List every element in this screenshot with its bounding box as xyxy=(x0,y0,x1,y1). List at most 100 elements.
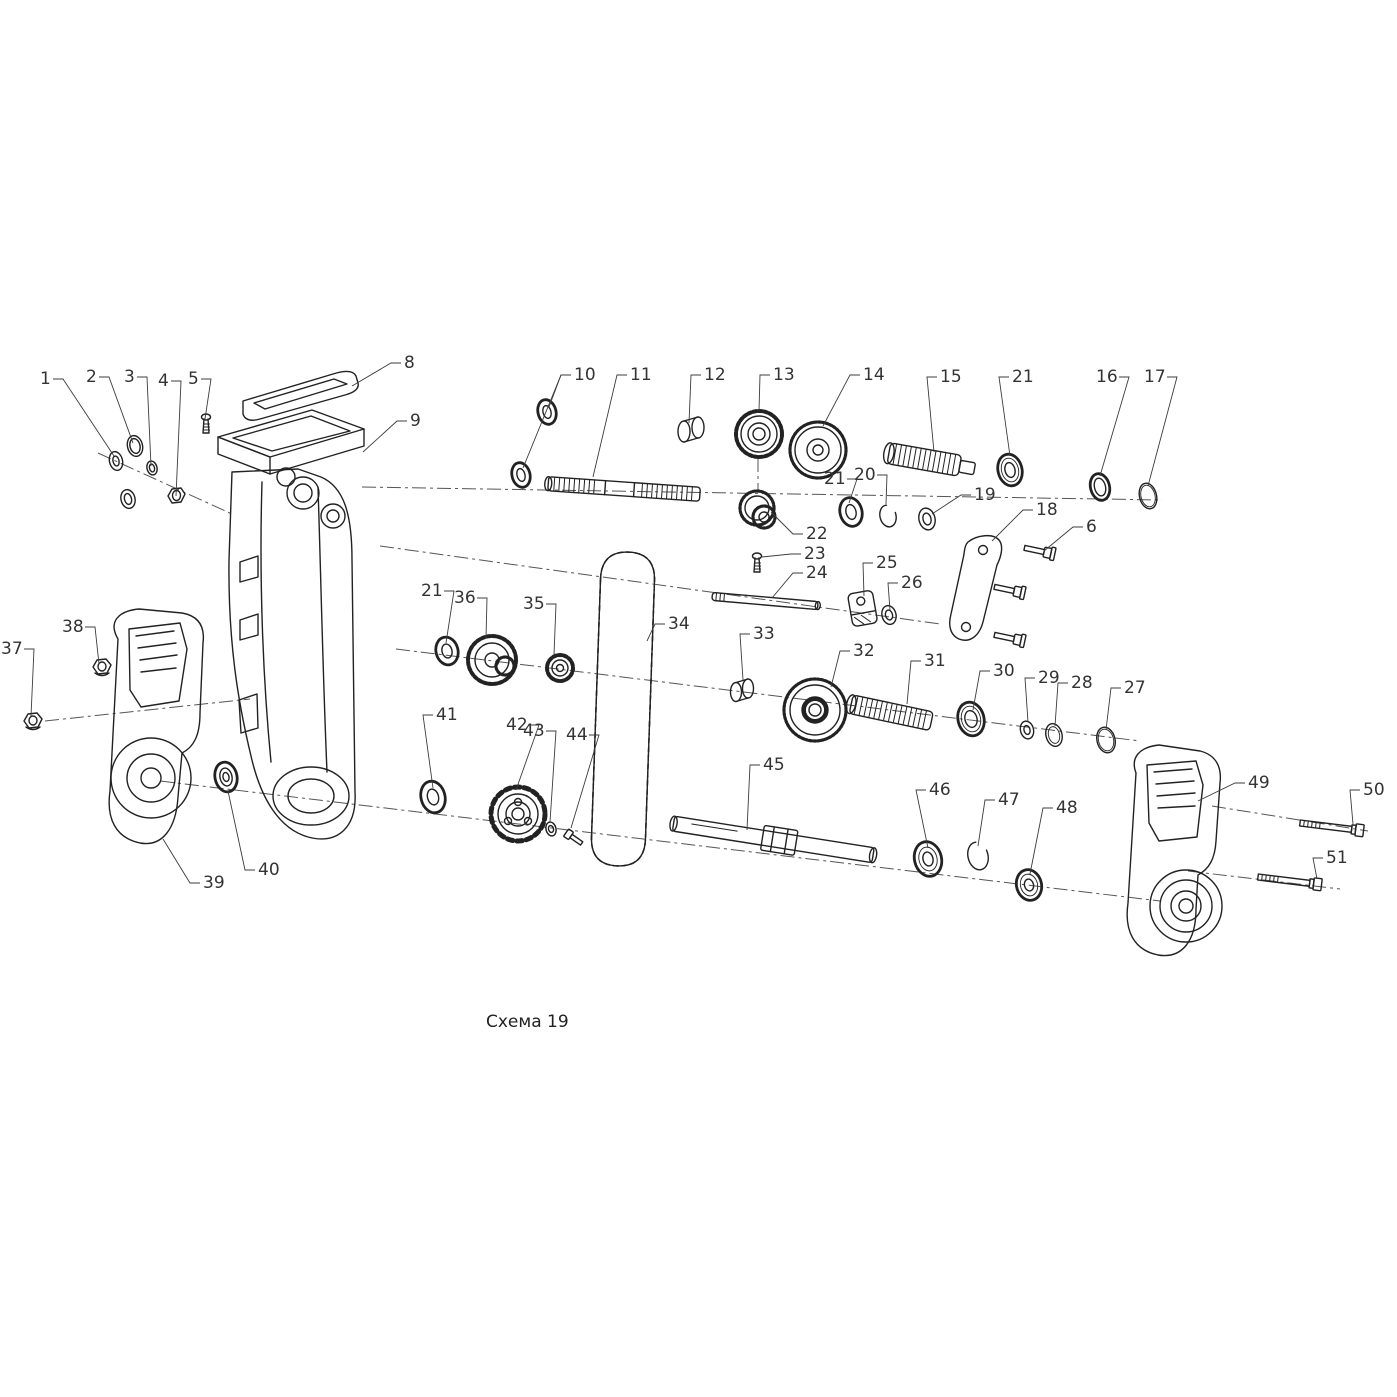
leader-line xyxy=(847,478,858,504)
part-number-label: 34 xyxy=(668,614,690,634)
rod-24-art xyxy=(711,591,822,611)
leader-line xyxy=(1024,677,1035,723)
leader-line xyxy=(915,789,929,849)
ring-17-art xyxy=(1138,482,1158,510)
bolt-50-art xyxy=(1298,819,1365,838)
part-number-label: 1 xyxy=(40,369,51,389)
part-number-label: 17 xyxy=(1144,367,1166,387)
ring-28-art xyxy=(1045,722,1063,748)
leader-line xyxy=(362,420,407,453)
gear-13-art xyxy=(734,409,784,459)
chain-art xyxy=(590,551,656,867)
part-number-label: 33 xyxy=(753,624,775,644)
leader-line xyxy=(1197,782,1245,802)
leader-line xyxy=(570,734,600,829)
spacer-16-art xyxy=(1088,472,1112,502)
part-number-label: 22 xyxy=(806,524,828,544)
part-number-label: 5 xyxy=(188,369,199,389)
figure-caption: Схема 19 xyxy=(486,1012,569,1032)
leader-line xyxy=(830,650,850,688)
nut-38-art xyxy=(92,658,112,677)
leader-line xyxy=(515,724,540,791)
washer-29-art xyxy=(1019,720,1035,740)
leader-line xyxy=(887,582,898,611)
ring-2-art xyxy=(126,434,144,458)
part-number-label: 38 xyxy=(62,617,84,637)
part-number-label: 12 xyxy=(704,365,726,385)
part-number-label: 44 xyxy=(566,725,588,745)
bearing-10-art xyxy=(536,398,558,426)
leader-line xyxy=(877,474,888,505)
nut-37-art xyxy=(23,712,43,731)
leader-line xyxy=(24,648,35,717)
part-number-label: 23 xyxy=(804,544,826,564)
leader-line xyxy=(991,509,1033,542)
gear-32-art xyxy=(782,677,848,743)
bolt-6-art xyxy=(1023,544,1057,562)
bushing-33-art xyxy=(729,678,755,703)
part-number-label: 14 xyxy=(863,365,885,385)
bolt-6-art xyxy=(993,583,1027,601)
leader-line xyxy=(739,633,750,681)
part-number-label: 49 xyxy=(1248,773,1270,793)
leader-line xyxy=(546,603,557,656)
leader-line xyxy=(53,378,115,457)
part-number-label: 27 xyxy=(1124,678,1146,698)
leader-line xyxy=(1147,376,1178,487)
circlip-20-art xyxy=(879,504,897,528)
part-number-label: 11 xyxy=(630,365,652,385)
leader-line xyxy=(227,790,255,871)
part-number-label: 4 xyxy=(158,371,169,391)
part-number-label: 28 xyxy=(1071,673,1093,693)
leader-line xyxy=(758,374,770,412)
leader-line xyxy=(1099,376,1130,477)
bolt-44-art xyxy=(563,828,584,846)
leader-line xyxy=(1043,526,1083,552)
leader-line xyxy=(422,714,434,789)
leader-line xyxy=(862,562,873,597)
gear-36-art xyxy=(466,634,518,686)
bolt-51-art xyxy=(1256,873,1323,892)
leader-line xyxy=(771,572,803,599)
leader-line xyxy=(998,376,1011,457)
part-number-label: 20 xyxy=(854,465,876,485)
leader-line xyxy=(1054,682,1068,727)
exploded-view-artwork xyxy=(23,370,1365,957)
bearing-21-art xyxy=(838,496,864,528)
bracket-plate-18-art xyxy=(949,535,1003,641)
sprocket-42-art xyxy=(488,784,548,844)
leader-line xyxy=(522,374,571,469)
leader-line xyxy=(592,374,627,478)
splined-shaft-31-art xyxy=(845,694,934,731)
part-number-label: 29 xyxy=(1038,668,1060,688)
leader-line xyxy=(444,590,455,644)
leader-line xyxy=(770,511,803,535)
part-number-label: 18 xyxy=(1036,500,1058,520)
part-number-label: 45 xyxy=(763,755,785,775)
ring-27-art xyxy=(1096,726,1116,754)
part-number-label: 37 xyxy=(1,639,23,659)
leader-line xyxy=(906,660,921,705)
washer-26-art xyxy=(881,604,897,626)
bearing-30-art xyxy=(956,700,986,738)
part-number-label: 30 xyxy=(993,661,1015,681)
leader-line xyxy=(926,376,937,453)
part-number-label: 2 xyxy=(86,367,97,387)
part-number-label: 43 xyxy=(523,721,545,741)
part-number-label: 25 xyxy=(876,553,898,573)
part-number-label: 16 xyxy=(1096,367,1118,387)
leader-line xyxy=(746,764,760,831)
leader-line xyxy=(162,838,200,884)
bearing-48-art xyxy=(1014,868,1044,902)
part-number-label: 48 xyxy=(1056,798,1078,818)
bearing-10-art xyxy=(510,461,532,489)
gearbox-housing-art xyxy=(217,409,365,840)
part-number-label: 21 xyxy=(824,469,846,489)
bearing-46-art xyxy=(912,840,944,878)
bushing-12-art xyxy=(677,416,705,443)
leader-line xyxy=(761,553,801,558)
leader-line xyxy=(822,374,860,427)
